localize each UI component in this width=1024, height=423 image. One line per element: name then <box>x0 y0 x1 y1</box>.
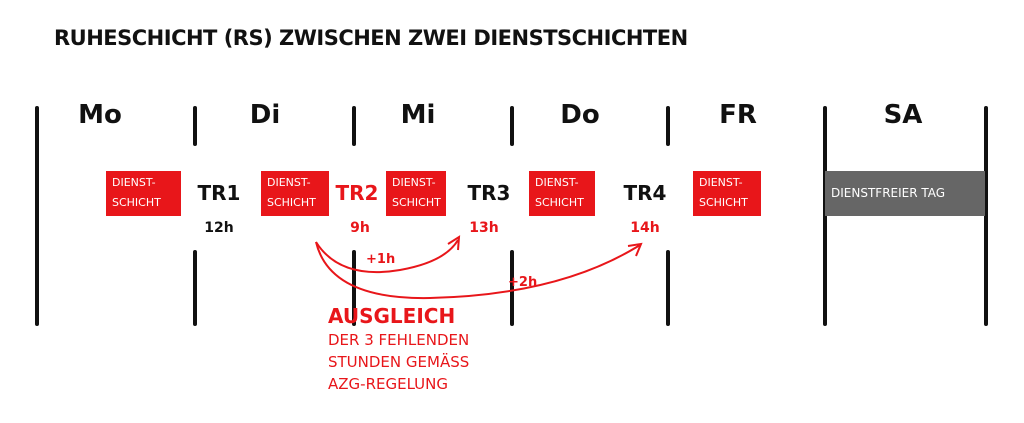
duty-shift-line1: DIENST- <box>112 176 156 189</box>
duty-shift-line2: SCHICHT <box>699 196 748 209</box>
duty-shift-line2: SCHICHT <box>535 196 584 209</box>
rest-period-label-tr3: TR3 <box>467 181 511 205</box>
duty-shift-block: DIENST- SCHICHT <box>693 171 761 216</box>
rest-hours-tr3: 13h <box>469 220 499 236</box>
duty-shift-line1: DIENST- <box>699 176 743 189</box>
day-divider <box>352 106 356 146</box>
day-divider <box>193 106 197 146</box>
arrow-tr2-to-tr4 <box>315 241 641 300</box>
note-line: DER 3 FEHLENDEN <box>328 331 470 349</box>
note-line: AZG-REGELUNG <box>328 375 449 393</box>
duty-shift-block: DIENST- SCHICHT <box>386 171 446 216</box>
day-label-mo: Mo <box>78 100 122 130</box>
rest-hours-tr4: 14h <box>630 220 660 236</box>
duty-shift-block: DIENST- SCHICHT <box>106 171 181 216</box>
day-label-di: Di <box>249 100 281 130</box>
duty-shift-line2: SCHICHT <box>267 196 316 209</box>
compensation-label-plus-2h: +2h <box>508 275 538 290</box>
arrow-head-tr3 <box>447 235 461 251</box>
day-label-do: Do <box>560 100 600 130</box>
rest-period-label-tr4: TR4 <box>623 181 667 205</box>
day-divider <box>984 106 988 326</box>
day-divider <box>666 106 670 146</box>
day-divider <box>666 250 670 326</box>
duty-shift-line1: DIENST- <box>535 176 579 189</box>
duty-shift-line2: SCHICHT <box>392 196 441 209</box>
diagram-title: RUHESCHICHT (RS) ZWISCHEN ZWEI DIENSTSCH… <box>54 26 688 50</box>
day-divider <box>352 250 356 326</box>
rest-period-label-tr2: TR2 <box>335 181 379 205</box>
day-divider <box>193 250 197 326</box>
day-label-sa: SA <box>883 100 923 130</box>
day-divider <box>823 106 827 326</box>
duty-shift-line1: DIENST- <box>267 176 311 189</box>
note-heading: AUSGLEICH <box>328 304 456 328</box>
day-label-mi: Mi <box>400 100 436 130</box>
rest-hours-tr1: 12h <box>204 220 234 236</box>
free-day-block: DIENSTFREIER TAG <box>825 171 985 216</box>
note-line: STUNDEN GEMÄSS <box>328 353 470 371</box>
duty-shift-line2: SCHICHT <box>112 196 161 209</box>
compensation-note: AUSGLEICH DER 3 FEHLENDEN STUNDEN GEMÄSS… <box>328 303 469 395</box>
rest-period-label-tr1: TR1 <box>197 181 241 205</box>
day-divider <box>510 106 514 146</box>
arrow-tr2-to-tr3 <box>315 239 459 274</box>
rest-hours-tr2: 9h <box>350 220 370 236</box>
duty-shift-block: DIENST- SCHICHT <box>529 171 595 216</box>
day-divider <box>35 106 39 326</box>
day-divider <box>510 250 514 326</box>
day-label-fr: FR <box>719 100 757 130</box>
duty-shift-block: DIENST- SCHICHT <box>261 171 329 216</box>
compensation-label-plus-1h: +1h <box>366 252 396 267</box>
arrow-head-tr4 <box>627 242 643 257</box>
duty-shift-line1: DIENST- <box>392 176 436 189</box>
